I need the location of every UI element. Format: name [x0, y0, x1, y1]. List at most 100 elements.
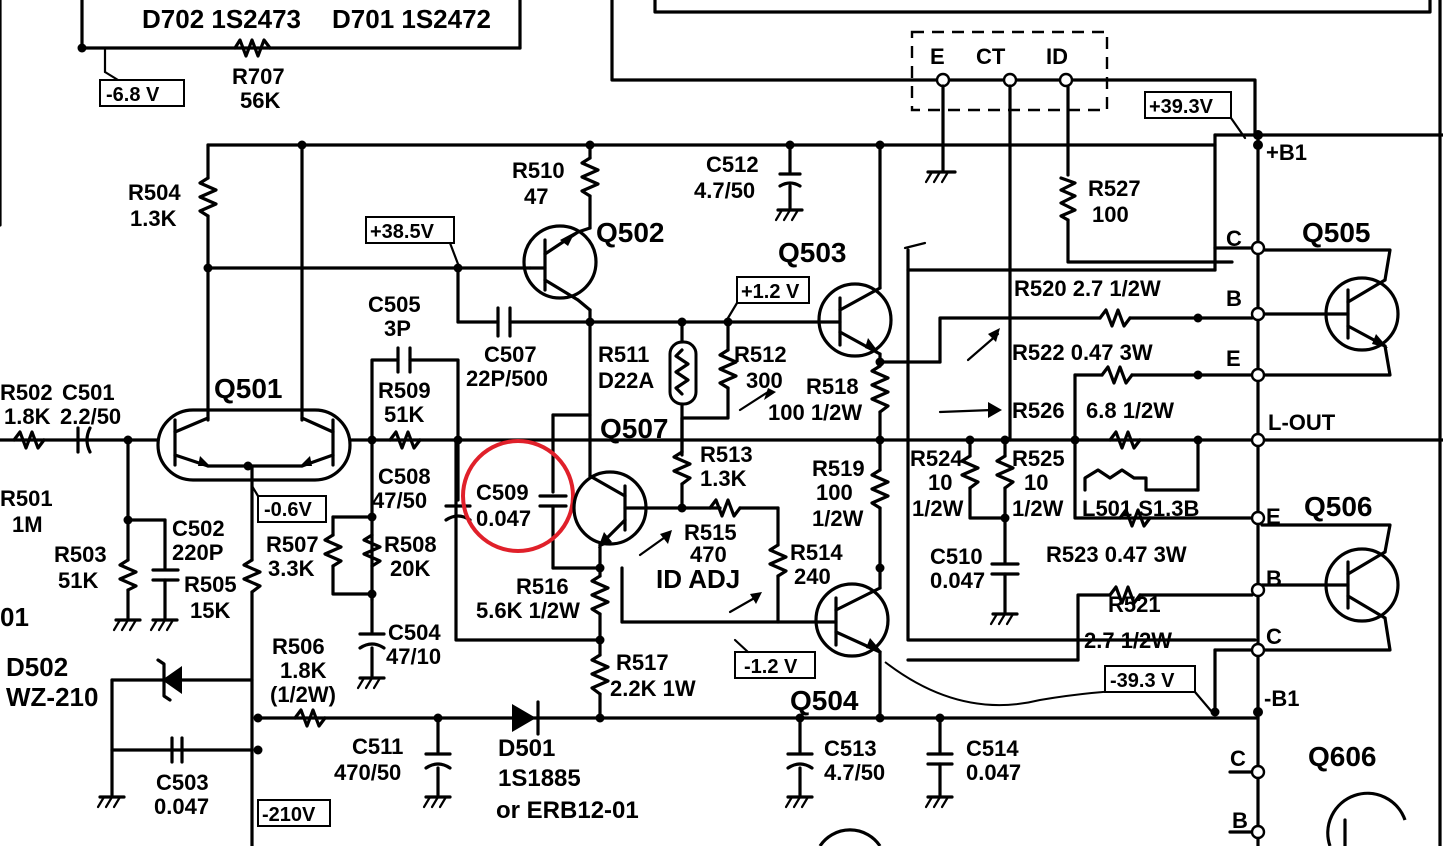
r519-resistor	[870, 468, 890, 510]
voltage-box-p385	[365, 216, 455, 244]
label-r525: R525	[1012, 446, 1065, 471]
r506-resistor	[293, 708, 327, 728]
r512-arrow	[738, 390, 770, 412]
label-q505-b: B	[1226, 286, 1242, 311]
label-q502: Q502	[596, 217, 665, 248]
label-c504: C504	[388, 620, 441, 645]
label-c503: C503	[156, 770, 209, 795]
label-c508: C508	[378, 464, 431, 489]
r707-resistor	[233, 38, 272, 58]
label-q501: Q501	[214, 373, 283, 404]
label-r526-value: 6.8 1/2W	[1086, 398, 1174, 423]
label-q505-c: C	[1226, 226, 1242, 251]
label-r525-watt: 1/2W	[1012, 496, 1064, 521]
label-q507: Q507	[600, 413, 669, 444]
label-l501: L501 S1.3B	[1082, 496, 1199, 521]
label-c504-value: 47/10	[386, 644, 441, 669]
label-d501-alt: or ERB12-01	[496, 797, 639, 824]
label-c507: C507	[484, 342, 537, 367]
label-r523: R523 0.47 3W	[1046, 542, 1187, 567]
upper-supply-rail	[198, 140, 1217, 422]
q504-transistor	[620, 566, 890, 658]
r523-resistor	[1118, 508, 1152, 528]
q506-transistor	[1260, 523, 1400, 652]
label-q606: Q606	[1308, 741, 1377, 772]
label-q505-e: E	[1226, 346, 1241, 371]
label-r527: R527	[1088, 176, 1141, 201]
label-c513: C513	[824, 736, 877, 761]
label-terminal-ct: CT	[976, 44, 1006, 69]
label-v-p393: +39.3V	[1149, 96, 1214, 118]
label-b1-minus: -B1	[1264, 686, 1299, 711]
label-r513: R513	[700, 442, 753, 467]
d502-zener	[156, 658, 182, 702]
ground-c513	[784, 795, 814, 809]
label-r524-watt: 1/2W	[912, 496, 964, 521]
right-bus-left	[906, 248, 1257, 642]
label-r511: R511	[598, 342, 649, 367]
voltage-box-p12	[736, 276, 810, 304]
r512-resistor	[718, 348, 738, 390]
label-b1-plus: +B1	[1266, 140, 1307, 165]
r520-resistor	[1098, 308, 1132, 328]
label-r707: R707	[232, 64, 285, 89]
label-r517: R517	[616, 650, 669, 675]
label-c507-value: 22P/500	[466, 366, 548, 391]
label-r515: R515	[684, 520, 737, 545]
label-c501-value: 2.2/50	[60, 404, 121, 429]
label-r522: R522 0.47 3W	[1012, 340, 1153, 365]
c509-highlight-circle	[461, 439, 575, 553]
label-c502: C502	[172, 516, 225, 541]
label-r707-value: 56K	[240, 88, 280, 113]
r526-arrow	[938, 408, 994, 414]
label-r510-value: 47	[524, 184, 548, 209]
label-r518-value: 100 1/2W	[768, 400, 862, 425]
label-r508-value: 20K	[390, 556, 430, 581]
ground-e	[924, 170, 957, 184]
label-c514: C514	[966, 736, 1019, 761]
label-r509: R509	[378, 378, 431, 403]
label-q506-b: B	[1266, 566, 1282, 591]
l501-coil	[1083, 468, 1200, 492]
label-v-p385: +38.5V	[370, 221, 435, 243]
label-q506-e: E	[1266, 504, 1281, 529]
label-r508: R508	[384, 532, 437, 557]
label-r506: R506	[272, 634, 325, 659]
label-r511-value: D22A	[598, 368, 654, 393]
label-d702: D702 1S2473	[142, 4, 301, 34]
label-r519: R519	[812, 456, 865, 481]
label-q505: Q505	[1302, 217, 1371, 248]
label-r507-value: 3.3K	[268, 556, 315, 581]
r515-resistor	[708, 498, 742, 518]
label-r503-value: 51K	[58, 568, 98, 593]
label-c511: C511	[352, 734, 403, 759]
top-right-wiring	[610, 0, 1443, 846]
label-r521: R521	[1108, 592, 1161, 617]
label-left-01: 01	[0, 602, 29, 632]
label-r502-value: 1.8K	[4, 404, 51, 429]
label-c512-value: 4.7/50	[694, 178, 755, 203]
label-v-m393: -39.3 V	[1110, 670, 1175, 692]
label-c512: C512	[706, 152, 759, 177]
label-d502-value: WZ-210	[6, 682, 98, 712]
label-c508-value: 47/50	[372, 488, 427, 513]
terminal-q505-e	[1250, 367, 1266, 383]
voltage-box-m68	[99, 79, 185, 107]
r525-resistor	[995, 454, 1015, 490]
label-c510-value: 0.047	[930, 568, 985, 593]
r517-resistor	[590, 653, 610, 696]
terminal-q506-c	[1250, 642, 1266, 658]
label-r512: R512	[734, 342, 787, 367]
label-v-m12: -1.2 V	[744, 656, 798, 678]
label-r519-value: 100	[816, 480, 853, 505]
label-v-m68: -6.8 V	[106, 84, 160, 106]
label-r506-value: 1.8K	[280, 658, 327, 683]
r513-resistor	[672, 450, 692, 486]
r509-resistor	[388, 430, 422, 450]
label-d502: D502	[6, 652, 68, 682]
label-c513-value: 4.7/50	[824, 760, 885, 785]
label-r504: R504	[128, 180, 181, 205]
r510-resistor	[580, 156, 600, 198]
label-v-m210: -210V	[262, 804, 316, 826]
r527-resistor	[1059, 176, 1077, 222]
